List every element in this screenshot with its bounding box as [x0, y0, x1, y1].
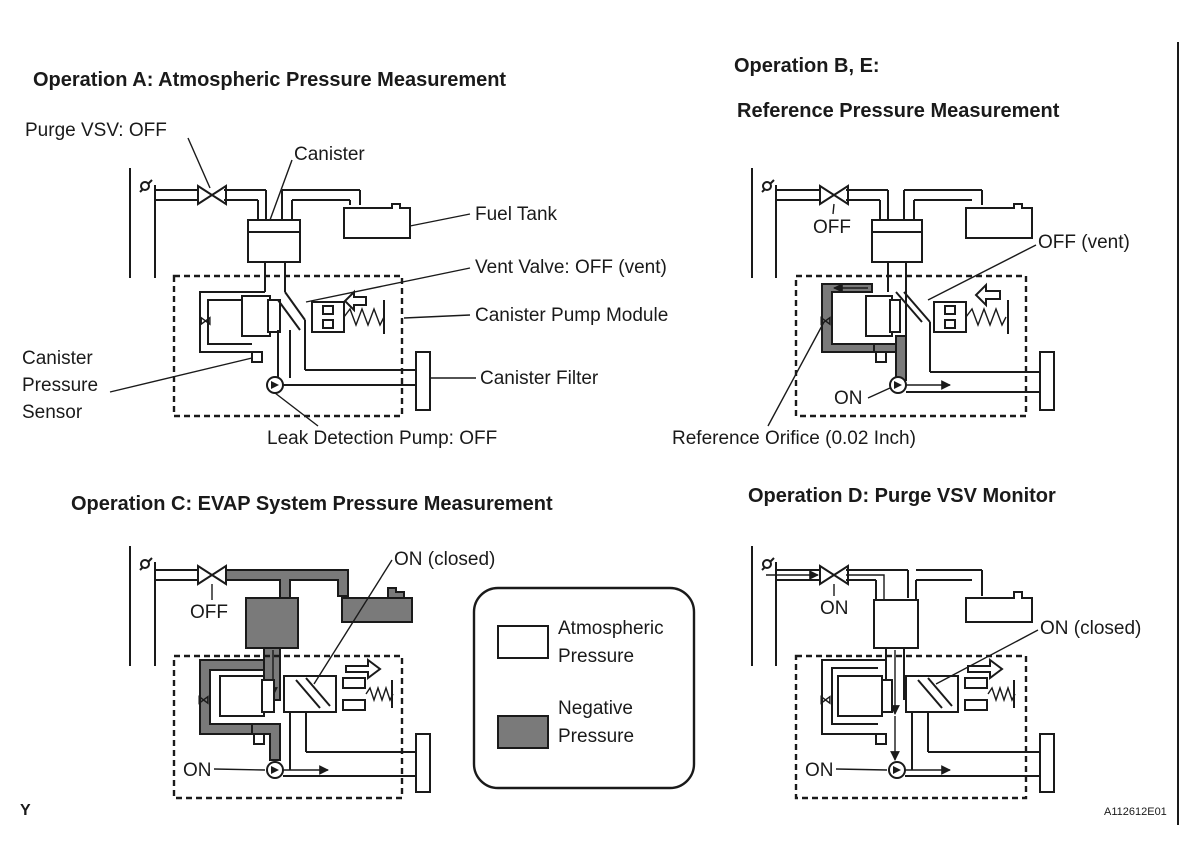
fuel-tank [965, 591, 1033, 623]
panel-d-title: Operation D: Purge VSV Monitor [748, 485, 1056, 507]
spring-icon [343, 307, 385, 327]
label-vsv: OFF [813, 217, 851, 238]
label-orifice: Reference Orifice (0.02 Inch) [672, 428, 916, 449]
panel-be-title-2: Reference Pressure Measurement [737, 100, 1060, 122]
legend: Atmospheric Pressure Negative Pressure [472, 586, 696, 790]
airflow-arrow-icon [974, 282, 1001, 308]
fuel-tank [965, 203, 1033, 239]
label-pump: ON [834, 388, 863, 409]
airflow-arrow-icon [343, 289, 367, 313]
label-vsv: OFF [190, 602, 228, 623]
label-vent: ON (closed) [1040, 618, 1141, 639]
label-pump-module: Canister Pump Module [475, 305, 668, 326]
canister-filter [415, 351, 431, 411]
pressure-sensor [241, 295, 271, 337]
pump-module-box [794, 274, 1028, 418]
fuel-tank [343, 203, 411, 239]
label-leak-pump: Leak Detection Pump: OFF [267, 428, 497, 449]
legend-neg-swatch [497, 715, 549, 749]
panel-c-title: Operation C: EVAP System Pressure Measur… [71, 493, 553, 515]
legend-neg-1: Negative [558, 698, 633, 719]
purge-vsv-icon [197, 564, 227, 586]
label-vent: OFF (vent) [1038, 232, 1130, 253]
panel-be-title-1: Operation B, E: [734, 55, 880, 77]
fuel-tank [341, 587, 413, 623]
panel-a-title: Operation A: Atmospheric Pressure Measur… [33, 69, 506, 91]
spring-icon [987, 685, 1016, 703]
canister [873, 599, 919, 649]
legend-atm-swatch [497, 625, 549, 659]
legend-atm-2: Pressure [558, 646, 634, 667]
label-pump: ON [805, 760, 834, 781]
panel-c: Operation C: EVAP System Pressure Measur… [71, 493, 553, 800]
label-pressure-sensor-2: Pressure [22, 375, 98, 396]
panel-be: Operation B, E: Reference Pressure Measu… [672, 55, 1130, 449]
legend-neg-2: Pressure [558, 726, 634, 747]
label-vent: ON (closed) [394, 549, 495, 570]
airflow-arrow-icon [967, 658, 1004, 680]
label-purge-vsv: Purge VSV: OFF [25, 120, 167, 141]
label-vsv: ON [820, 598, 849, 619]
canister-filter [1039, 733, 1055, 793]
spring-icon [965, 307, 1007, 327]
reference-orifice-icon: ⋈ [819, 692, 832, 707]
reference-orifice-icon: ⋈ [197, 692, 210, 707]
figure-code: A112612E01 [1104, 806, 1167, 818]
label-canister: Canister [294, 144, 365, 165]
canister [245, 597, 299, 649]
label-pressure-sensor-1: Canister [22, 348, 93, 369]
label-vent-valve: Vent Valve: OFF (vent) [475, 257, 667, 278]
reference-orifice-icon: ⋈ [819, 313, 832, 328]
panel-d: Operation D: Purge VSV Monitor ⋈ [748, 485, 1141, 800]
label-canister-filter: Canister Filter [480, 368, 599, 389]
purge-vsv-icon [197, 184, 227, 206]
legend-atm-1: Atmospheric [558, 618, 664, 639]
spring-icon [365, 685, 394, 703]
purge-vsv-icon [819, 564, 849, 586]
pump-module-box [172, 274, 404, 418]
canister [871, 219, 923, 263]
canister [247, 219, 301, 263]
airflow-arrow-icon [345, 658, 382, 680]
pump-module-box [172, 654, 404, 800]
label-pressure-sensor-3: Sensor [22, 402, 83, 423]
purge-vsv-icon [819, 184, 849, 206]
corner-mark: Y [20, 802, 31, 819]
label-pump: ON [183, 760, 212, 781]
reference-orifice-icon: ⋈ [199, 313, 212, 328]
pump-module-box [794, 654, 1028, 800]
canister-filter [1039, 351, 1055, 411]
canister-filter [415, 733, 431, 793]
panel-a: Operation A: Atmospheric Pressure Measur… [22, 69, 668, 449]
label-fuel-tank: Fuel Tank [475, 204, 558, 225]
